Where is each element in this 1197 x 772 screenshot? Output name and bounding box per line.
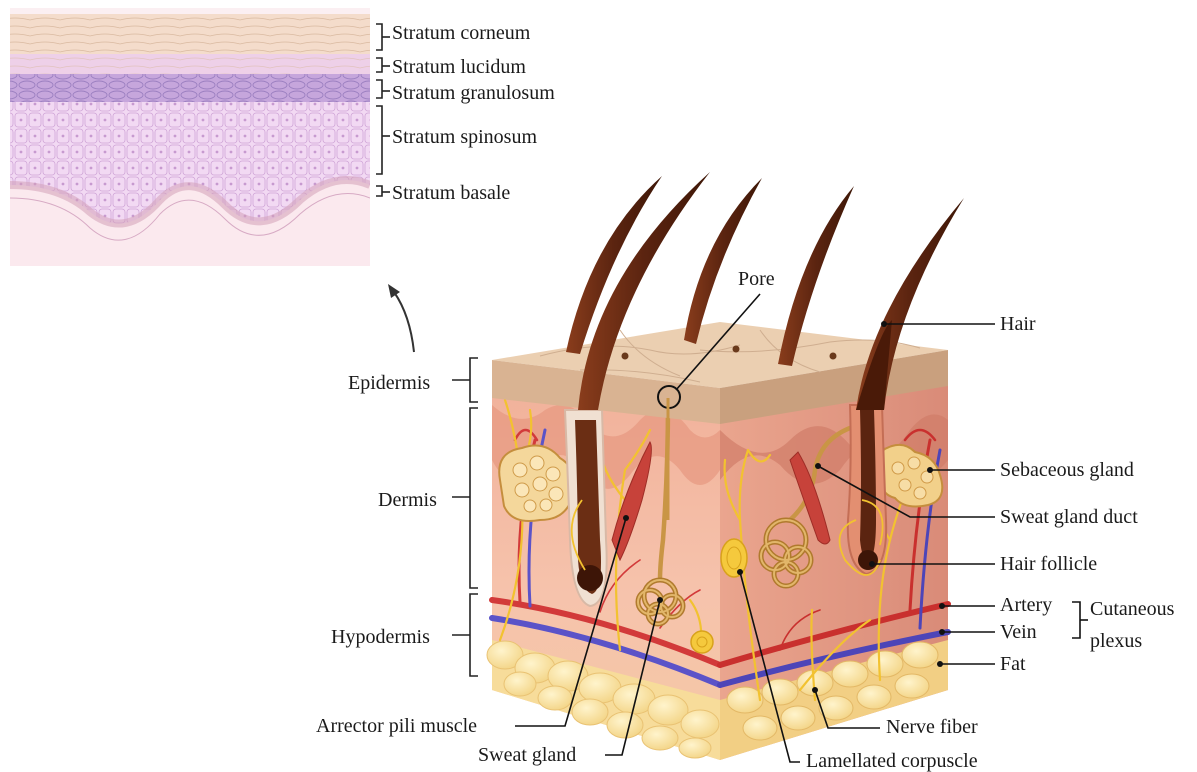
- arrector-pili-muscle-label: Arrector pili muscle: [316, 715, 477, 737]
- vein-label: Vein: [1000, 621, 1037, 643]
- fat-label: Fat: [1000, 653, 1026, 675]
- hair-label: Hair: [1000, 313, 1036, 335]
- cutaneous-label: Cutaneous: [1090, 598, 1174, 620]
- hair-follicle-label: Hair follicle: [1000, 553, 1097, 575]
- dermis-label: Dermis: [378, 489, 437, 511]
- plexus-label: plexus: [1090, 630, 1142, 652]
- hypodermis-label: Hypodermis: [331, 626, 430, 648]
- sweat-gland-duct-label: Sweat gland duct: [1000, 506, 1138, 528]
- epidermis-label: Epidermis: [348, 372, 430, 394]
- artery-label: Artery: [1000, 594, 1052, 616]
- sebaceous-gland-label: Sebaceous gland: [1000, 459, 1134, 481]
- pore-label: Pore: [738, 268, 775, 290]
- sweat-gland-label: Sweat gland: [478, 744, 576, 766]
- nerve-fiber-label: Nerve fiber: [886, 716, 978, 738]
- lamellated-corpuscle-label: Lamellated corpuscle: [806, 750, 978, 772]
